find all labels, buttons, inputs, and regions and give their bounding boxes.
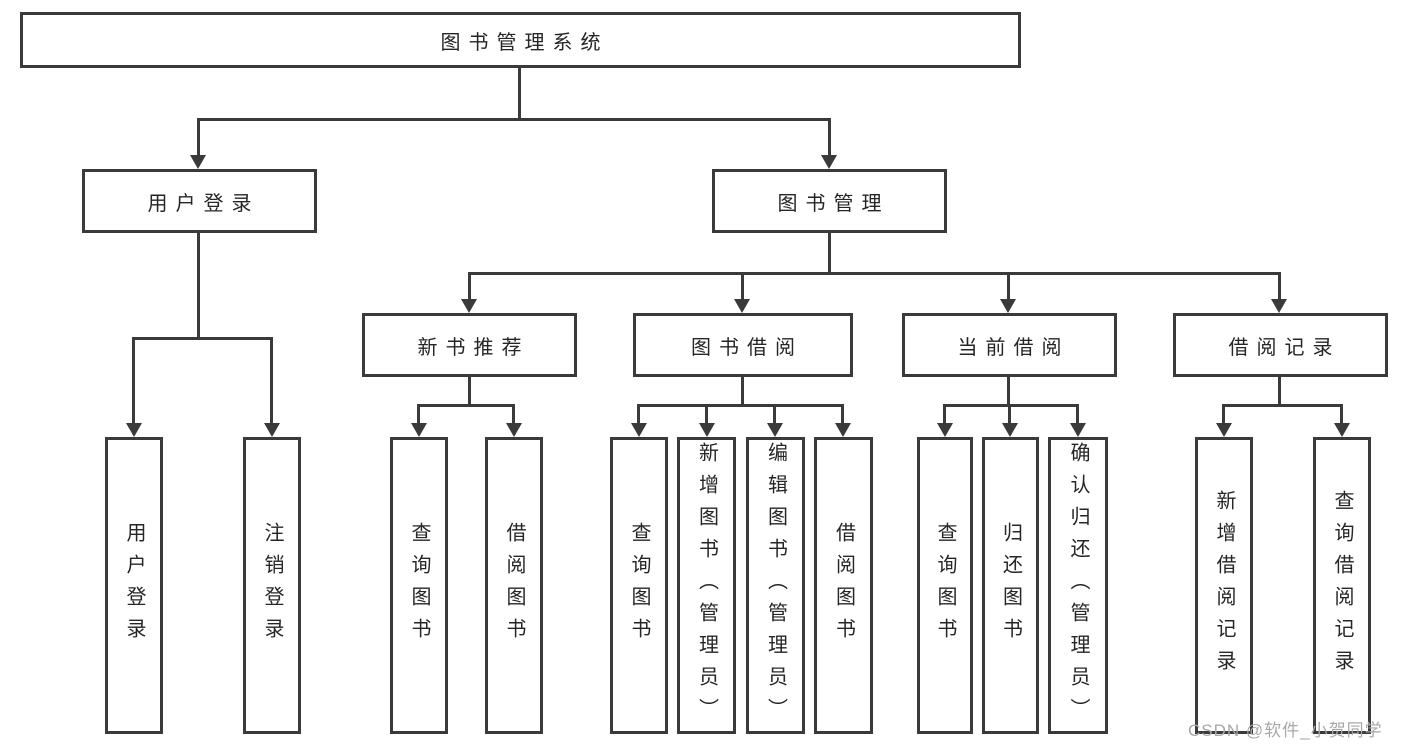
arrow-down-icon [461,299,477,313]
arrow-down-icon [1216,423,1232,437]
node-borrow-records: 借阅记录 [1173,313,1388,377]
connector-line [638,404,844,407]
node-current-borrow: 当前借阅 [902,313,1117,377]
leaf-label: 确认归还（管理员） [1067,441,1089,730]
leaf-label: 查询图书 [628,521,650,650]
leaf-query-books-current: 查询图书 [917,437,973,734]
leaf-label: 用户登录 [123,521,145,650]
leaf-label: 查询图书 [934,521,956,650]
arrow-down-icon [1334,423,1350,437]
connector-line [1008,404,1011,425]
leaf-label: 查询图书 [408,521,430,650]
connector-line [468,272,471,302]
leaf-logout: 注销登录 [243,437,301,734]
arrow-down-icon [767,423,783,437]
arrow-down-icon [1271,299,1287,313]
csdn-watermark: CSDN @软件_小贺同学 [1188,721,1383,740]
arrow-down-icon [126,423,142,437]
leaf-label: 新增借阅记录 [1213,489,1235,682]
leaf-query-books-recommend: 查询图书 [390,437,448,734]
connector-line [705,404,708,425]
leaf-label: 新增图书（管理员） [695,441,718,730]
connector-line [197,118,831,121]
connector-line [518,67,521,120]
node-root: 图书管理系统 [20,12,1021,68]
connector-line [468,377,471,406]
leaf-borrow-books-borrow: 借阅图书 [814,437,873,734]
connector-line [197,118,200,158]
connector-line [468,272,1281,275]
connector-line [828,233,831,275]
connector-line [773,404,776,425]
leaf-query-books-borrow: 查询图书 [610,437,668,734]
connector-line [417,404,420,425]
node-user-login: 用户登录 [82,169,317,233]
leaf-return-books: 归还图书 [982,437,1039,734]
arrow-down-icon [631,423,647,437]
connector-line [741,272,744,302]
arrow-down-icon [1002,423,1018,437]
connector-line [943,404,946,425]
arrow-down-icon [264,423,280,437]
connector-line [418,404,515,407]
leaf-label: 借阅图书 [503,521,525,650]
connector-line [1007,376,1010,406]
connector-line [132,337,273,340]
arrow-down-icon [411,423,427,437]
leaf-edit-book-admin: 编辑图书（管理员） [746,437,805,734]
leaf-user-login: 用户登录 [105,437,163,734]
arrow-down-icon [190,155,206,169]
connector-line [512,404,515,425]
leaf-label: 编辑图书（管理员） [764,441,787,730]
leaf-label: 借阅图书 [832,521,855,650]
connector-line [132,337,135,425]
connector-line [944,404,1079,407]
arrow-down-icon [835,423,851,437]
connector-line [741,377,744,406]
arrow-down-icon [734,299,750,313]
connector-line [1278,376,1281,406]
connector-line [1076,404,1079,425]
leaf-add-book-admin: 新增图书（管理员） [677,437,736,734]
arrow-down-icon [937,423,953,437]
connector-line [270,337,273,425]
arrow-down-icon [1070,423,1086,437]
leaf-query-borrow-record: 查询借阅记录 [1313,437,1371,734]
arrow-down-icon [506,423,522,437]
connector-line [637,404,640,425]
connector-line [828,118,831,158]
node-book-borrow: 图书借阅 [633,313,853,377]
connector-line [1222,404,1225,425]
leaf-label: 归还图书 [999,521,1022,650]
leaf-label: 查询借阅记录 [1331,489,1353,682]
leaf-label: 注销登录 [261,521,283,650]
leaf-add-borrow-record: 新增借阅记录 [1195,437,1253,734]
leaf-confirm-return-admin: 确认归还（管理员） [1048,437,1108,734]
connector-line [1223,404,1343,407]
arrow-down-icon [821,155,837,169]
connector-line [197,232,200,339]
connector-line [1340,404,1343,425]
leaf-borrow-books-recommend: 借阅图书 [485,437,543,734]
node-book-management: 图书管理 [712,169,947,233]
connector-line [841,404,844,425]
connector-line [1007,272,1010,302]
node-new-book-recommend: 新书推荐 [362,313,577,377]
arrow-down-icon [1000,299,1016,313]
arrow-down-icon [699,423,715,437]
connector-line [1278,272,1281,302]
